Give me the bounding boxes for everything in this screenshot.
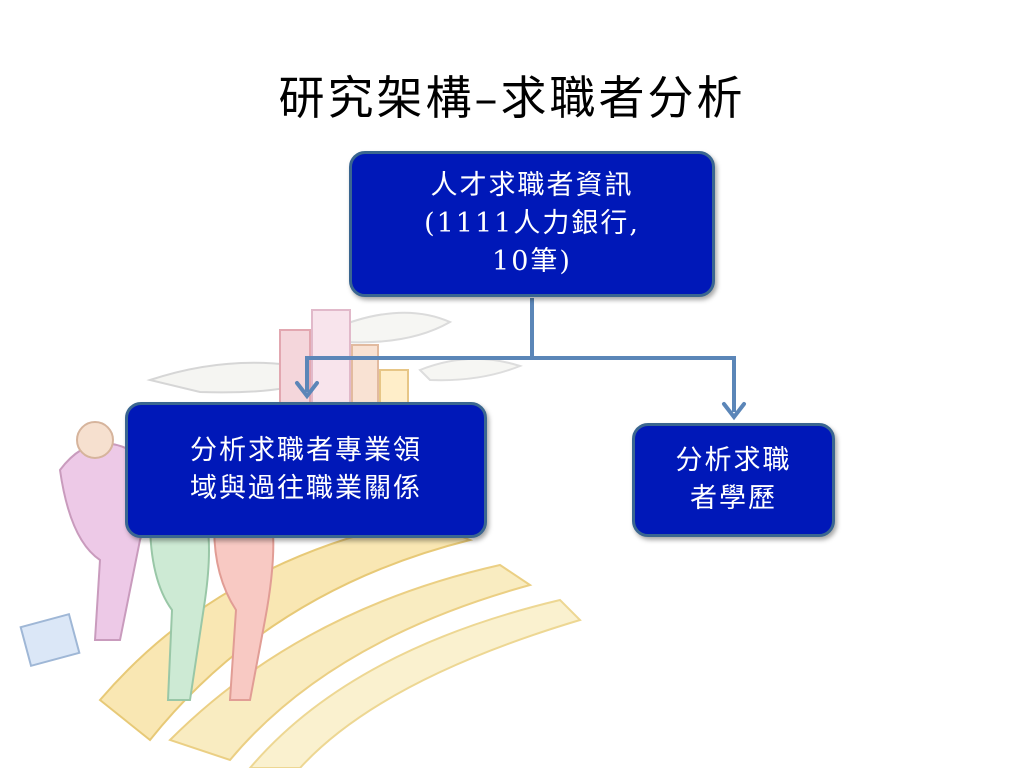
connector-to-right-child [532,356,736,412]
diagram-node-major-relationship-label: 分析求職者專業領 域與過往職業關係 [190,435,422,504]
slide-title: 研究架構–求職者分析 [278,71,746,125]
diagram-node-education: 分析求職 者學歷 [632,423,835,537]
diagram-node-major-relationship: 分析求職者專業領 域與過往職業關係 [125,402,487,538]
arrowhead-right-child [722,402,746,421]
diagram-node-root-label: 人才求職者資訊 (1111人力銀行, 10筆) [424,170,640,277]
connector-to-left-child [305,356,532,392]
diagram-node-education-label: 分析求職 者學歷 [675,445,792,514]
diagram-node-root: 人才求職者資訊 (1111人力銀行, 10筆) [349,151,715,297]
arrowhead-left-child [295,381,319,400]
